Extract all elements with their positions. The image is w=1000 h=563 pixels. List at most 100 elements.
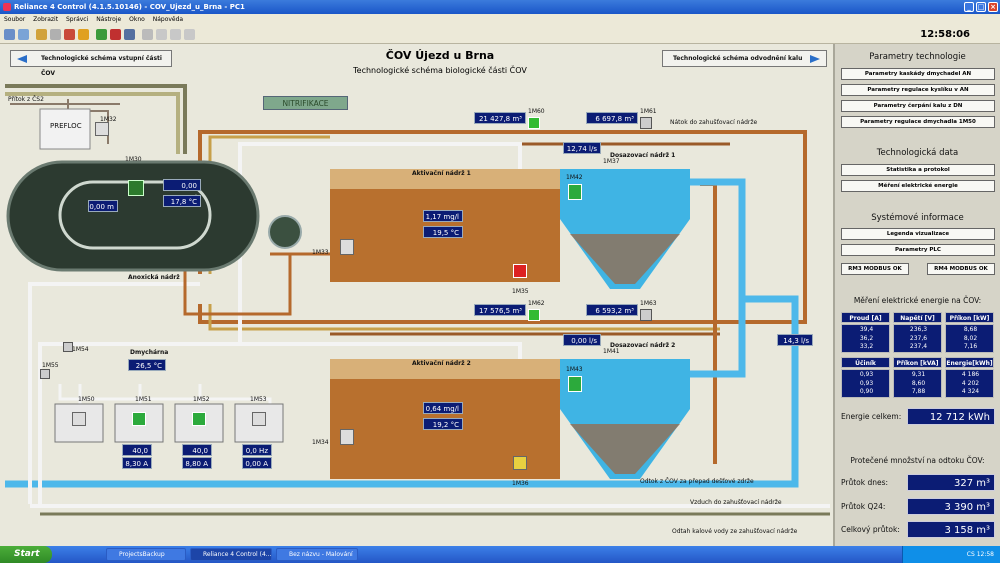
m37-label: 1M37 xyxy=(603,158,620,165)
blower-1M50-params-button[interactable]: Parametry regulace dmychadla 1M50 xyxy=(841,116,995,128)
air-to-thickener-label: Vzduch do zahušťovací nádrže xyxy=(690,499,782,506)
power-l2: 8,02 xyxy=(963,334,978,342)
blower-1M52-current-value: 8,80 A xyxy=(182,457,212,469)
current-header: Proud [A] xyxy=(841,312,890,323)
logout-icon[interactable] xyxy=(50,29,61,40)
blower-risers xyxy=(78,384,202,404)
current-l3: 33,2 xyxy=(859,343,874,350)
nav-inlet-schema-button[interactable]: Technologické schéma vstupní části ČOV xyxy=(10,50,172,77)
menu-okno[interactable]: Okno xyxy=(129,16,145,23)
gold-pipe-mid xyxy=(208,304,720,331)
m33-label: 1M33 xyxy=(312,249,329,256)
forward-icon[interactable] xyxy=(18,29,29,40)
user-icon[interactable] xyxy=(36,29,47,40)
activation-tank-1-top xyxy=(330,169,560,189)
nav-sludge-schema-button[interactable]: Technologické schéma odvodnění kalu xyxy=(662,50,827,67)
flow-q24-label: Průtok Q24: xyxy=(841,502,886,511)
pf-l3: 0,90 xyxy=(859,388,874,395)
blower-1M52-icon[interactable] xyxy=(192,412,206,426)
menu-napoveda[interactable]: Nápověda xyxy=(152,16,184,23)
power-factor-header: Účiník xyxy=(841,357,890,368)
statistics-button[interactable]: Statistika a protokol xyxy=(841,164,995,176)
m62-label: 1M62 xyxy=(528,300,545,307)
menu-spravci[interactable]: Správci xyxy=(65,16,89,23)
scraper-1M42-icon[interactable] xyxy=(568,184,582,200)
start-button[interactable]: Start xyxy=(0,546,52,563)
tools-icon[interactable] xyxy=(170,29,181,40)
power-kva-values: 9,31 8,60 7,88 xyxy=(893,369,942,398)
task-paint[interactable]: Bez názvu - Malování xyxy=(276,548,358,561)
blower-1M50-icon[interactable] xyxy=(72,412,86,426)
outflow-pipe-2 xyxy=(690,299,746,378)
prefloc-unit xyxy=(39,108,91,150)
kva-l2: 8,60 xyxy=(911,379,926,387)
pump-1M36-icon[interactable] xyxy=(513,456,527,470)
inflow-pipe xyxy=(5,84,187,154)
valve-1M63-icon[interactable] xyxy=(640,309,652,321)
blower-1M53-icon[interactable] xyxy=(252,412,266,426)
legend-button[interactable]: Legenda vizualizace xyxy=(841,228,995,240)
menu-nastroje[interactable]: Nástroje xyxy=(96,16,122,23)
valve-1M61-icon[interactable] xyxy=(640,117,652,129)
sludge-pumping-params-button[interactable]: Parametry čerpání kalu z DN xyxy=(841,100,995,112)
menu-zobrazit[interactable]: Zobrazit xyxy=(33,16,59,23)
report-icon[interactable] xyxy=(124,29,135,40)
task-projectsbackup[interactable]: ProjectsBackup xyxy=(106,548,186,561)
pump-1M35-icon[interactable] xyxy=(513,264,527,278)
menu-soubor[interactable]: Soubor xyxy=(4,16,26,23)
anoxic-tank-label: Anoxická nádrž xyxy=(128,274,180,281)
current-l2: 36,2 xyxy=(859,334,874,342)
flow-heading: Protečené množství na odtoku ČOV: xyxy=(850,456,985,465)
an1-temp-value: 19,5 °C xyxy=(423,226,463,238)
trend-icon[interactable] xyxy=(110,29,121,40)
menu-bar: Soubor Zobrazit Správci Nástroje Okno Ná… xyxy=(0,14,1000,26)
maximize-button[interactable]: □ xyxy=(976,2,986,12)
system-tray: CS 12:58 xyxy=(902,546,1000,563)
valve-1M55-icon[interactable] xyxy=(40,369,50,379)
scraper-1M43-icon[interactable] xyxy=(568,376,582,392)
blower-cascade-params-button[interactable]: Parametry kaskády dmychadel AN xyxy=(841,68,995,80)
sludge-water-label: Odtah kalové vody ze zahušťovací nádrže xyxy=(672,528,798,535)
m50-label: 1M50 xyxy=(78,396,95,403)
warning-icon[interactable] xyxy=(78,29,89,40)
plc-params-button[interactable]: Parametry PLC xyxy=(841,244,995,256)
valve-1M60-icon[interactable] xyxy=(528,117,540,129)
task-reliance[interactable]: Reliance 4 Control (4.... xyxy=(190,548,272,561)
print-icon[interactable] xyxy=(142,29,153,40)
pump-1M32-icon[interactable] xyxy=(95,122,109,136)
valve-1M54-icon[interactable] xyxy=(63,342,73,352)
blower-1M52-hz-value: 40,0 Hz xyxy=(182,444,212,467)
oxygen-regulation-params-button[interactable]: Parametry regulace kyslíku v AN xyxy=(841,84,995,96)
energy-heading: Měření elektrické energie na ČOV: xyxy=(853,296,982,305)
m32-label: 1M32 xyxy=(100,116,117,123)
settings-icon[interactable] xyxy=(156,29,167,40)
arrow-left-icon xyxy=(17,55,27,63)
energy-measurement-button[interactable]: Měření elektrické energie xyxy=(841,180,995,192)
alarm-icon[interactable] xyxy=(64,29,75,40)
chart-icon[interactable] xyxy=(96,29,107,40)
blower-1M51-icon[interactable] xyxy=(132,412,146,426)
minimize-button[interactable]: _ xyxy=(964,2,974,12)
tech-data-heading: Technologická data xyxy=(876,148,959,158)
activation-tank-2-label: Aktivační nádrž 2 xyxy=(412,360,471,367)
pf-l1: 0,93 xyxy=(859,371,874,378)
mixer-1M33-icon[interactable] xyxy=(340,239,354,255)
kwh-l3: 4 324 xyxy=(961,388,980,395)
close-button[interactable]: × xyxy=(988,2,998,12)
activation-tank-2-top xyxy=(330,359,560,379)
mixer-1M34-icon[interactable] xyxy=(340,429,354,445)
voltage-l3: 237,4 xyxy=(909,343,928,350)
power-kw-header: Příkon [kW] xyxy=(945,312,994,323)
inflow-pipe-2 xyxy=(5,92,180,154)
outflow-label: Odtok z ČOV za přepad dešťové zdrže xyxy=(640,478,754,485)
mixer-1M30-icon[interactable] xyxy=(128,180,144,196)
anoxic-level-value: 0,00 m xyxy=(88,200,118,212)
back-icon[interactable] xyxy=(4,29,15,40)
help-icon[interactable] xyxy=(184,29,195,40)
m43-label: 1M43 xyxy=(566,366,583,373)
m60-label: 1M60 xyxy=(528,108,545,115)
m60-volume-value: 21 427,8 m³ xyxy=(474,112,526,124)
current-values: 39,4 36,2 33,2 xyxy=(841,324,890,353)
valve-1M62-icon[interactable] xyxy=(528,309,540,321)
page-subtitle: Technologické schéma biologické části ČO… xyxy=(353,66,527,75)
